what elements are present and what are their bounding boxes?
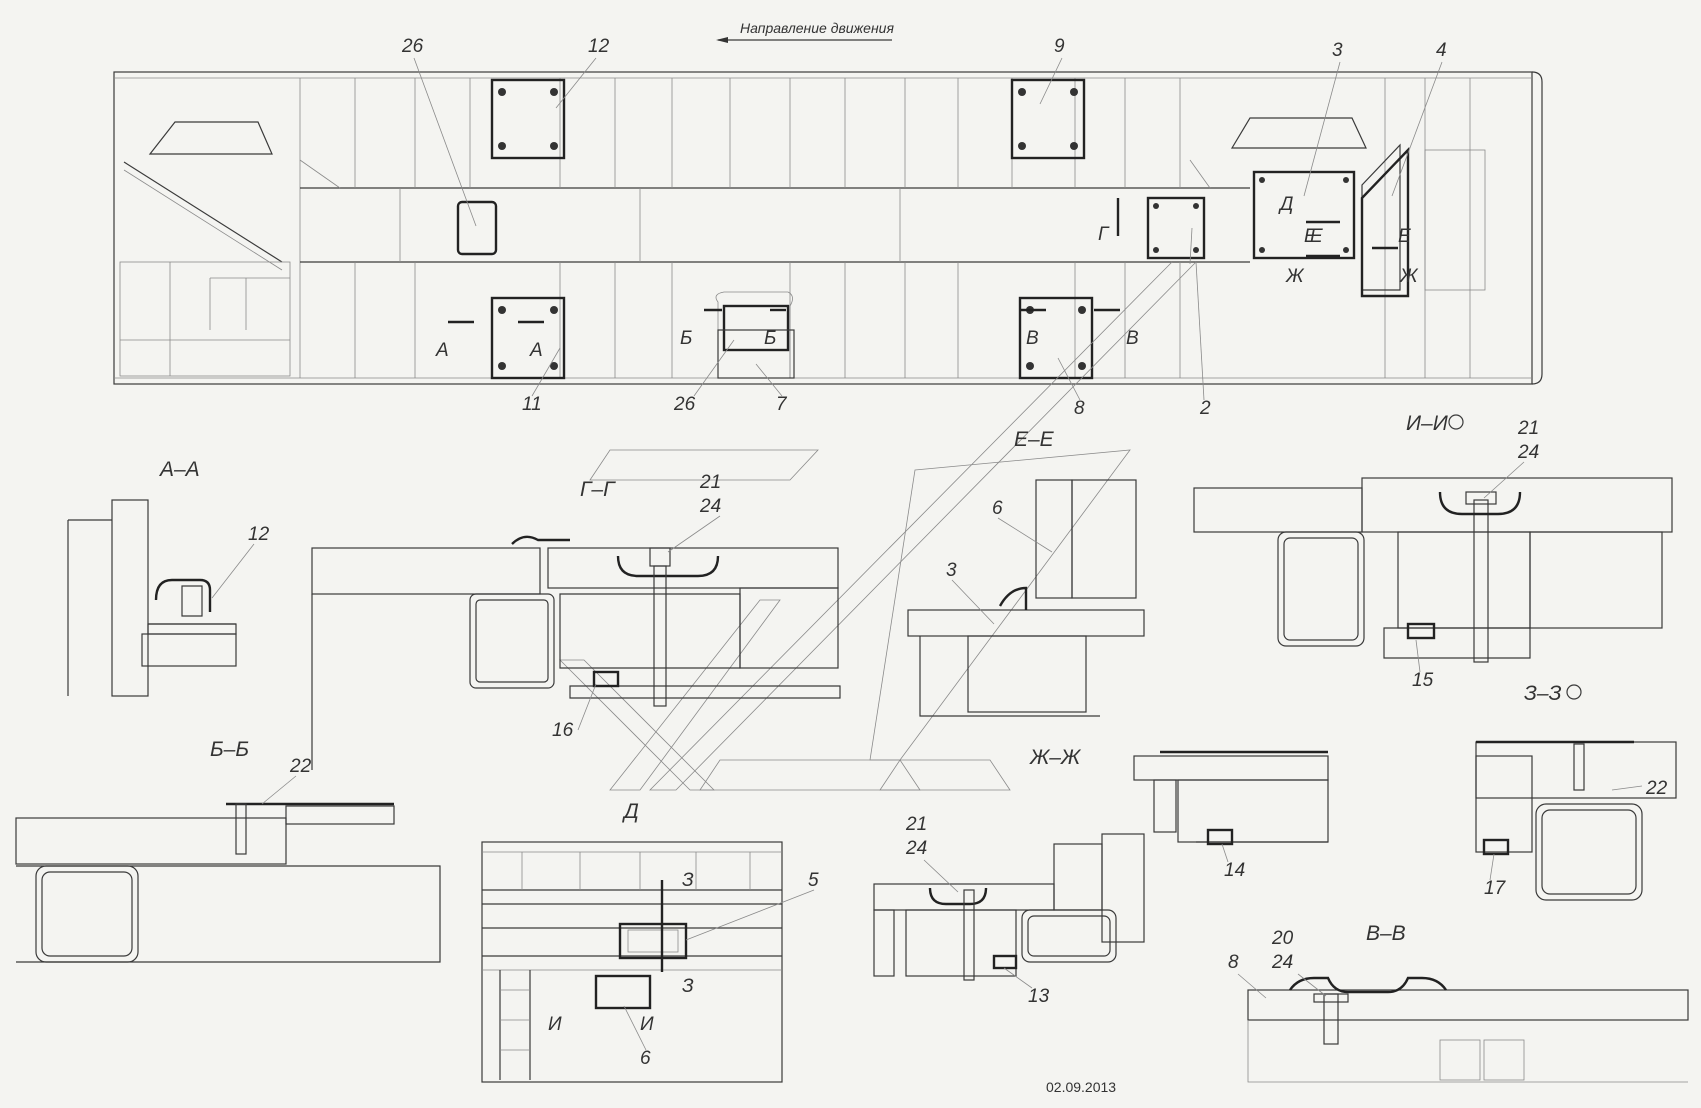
mark: Е [1310,226,1323,247]
mark: Б [680,328,692,349]
mark: В [1026,328,1039,349]
mark: Д [1278,194,1293,215]
mark: Е [1398,226,1411,247]
section-guides [559,261,1197,791]
callout: 24 [1271,952,1293,973]
callout: 17 [1484,878,1507,899]
callout: 6 [640,1048,651,1069]
mark: Ж [1399,266,1419,287]
callout: 8 [1074,398,1085,419]
section-14: 14 [1133,750,1329,881]
mark: И [640,1014,654,1035]
section-title: В–В [1366,922,1406,945]
section-title: Д [622,800,639,823]
date-stamp: 02.09.2013 [1046,1079,1116,1095]
section-gg: Г–Г 21 24 16 [311,472,841,770]
callout: 12 [248,524,270,545]
section-title: Б–Б [210,738,249,761]
callout: 3 [946,560,957,581]
plan-callouts: 26 12 9 3 4 11 26 7 8 2 [401,36,1447,419]
callout: 21 [1517,418,1539,439]
section-title: Г–Г [580,478,616,501]
callout: 21 [905,814,927,835]
callout: 24 [1517,442,1539,463]
section-misc: 21 24 13 [873,814,1145,1007]
floor-plan [113,71,1543,385]
hatch-11 [490,296,566,380]
mark: З [682,976,694,997]
callout: 12 [588,36,610,57]
callout: 20 [1271,928,1294,949]
mark: И [548,1014,562,1035]
hatch-2 [1146,196,1206,260]
section-bb: Б–Б 22 [15,738,441,963]
callout: 5 [808,870,819,891]
callout: 22 [289,756,312,777]
callout: 24 [699,496,721,517]
callout: 26 [401,36,424,57]
callout: 24 [905,838,927,859]
callout: 9 [1054,36,1065,57]
section-title: Ж–Ж [1029,746,1082,769]
callout: 3 [1332,40,1343,61]
callout: 7 [776,394,788,415]
callout: 2 [1199,398,1211,419]
view-d: Д З З И И 5 6 [481,800,819,1083]
hatch-4 [1360,147,1410,298]
direction-label: Направление движения [740,20,894,36]
mark: Е [1304,226,1317,247]
mark: Г [1098,224,1110,245]
section-title: А–А [158,458,200,481]
plan-marks: А А Б Б В В Г Д Е Е Е Ж Ж [435,194,1419,361]
hatch-8 [1018,296,1094,380]
section-zz: З–З 22 17 [1475,682,1677,901]
hatch-26-top [456,200,498,256]
hatch-12 [490,78,566,160]
callout: 21 [699,472,721,493]
mark: В [1126,328,1139,349]
section-title: Е–Е [1014,428,1055,451]
section-ee: Е–Е 6 3 Ж–Ж [907,428,1145,769]
section-aa: А–А 12 [67,458,270,697]
callout: 8 [1228,952,1239,973]
callout: 22 [1645,778,1668,799]
mark: Ж [1285,266,1305,287]
section-title: З–З [1524,682,1562,705]
callout: 26 [673,394,696,415]
section-ii: И–И 21 24 15 [1193,412,1673,691]
callout: 13 [1028,986,1050,1007]
callout: 4 [1436,40,1447,61]
section-title: И–И [1406,412,1449,435]
callout: 6 [992,498,1003,519]
hatch-7-26 [715,291,795,379]
callout: 11 [522,394,542,415]
mark: З [682,870,694,891]
hatch-3 [1252,170,1356,260]
callout: 14 [1224,860,1245,881]
hatch-9 [1010,78,1086,160]
mark: А [529,340,543,361]
callout: 16 [552,720,574,741]
mark: А [435,340,449,361]
mark: Б [764,328,776,349]
callout: 15 [1412,670,1434,691]
direction-arrow [716,37,892,43]
section-vv: В–В 20 24 8 [1228,922,1689,1083]
